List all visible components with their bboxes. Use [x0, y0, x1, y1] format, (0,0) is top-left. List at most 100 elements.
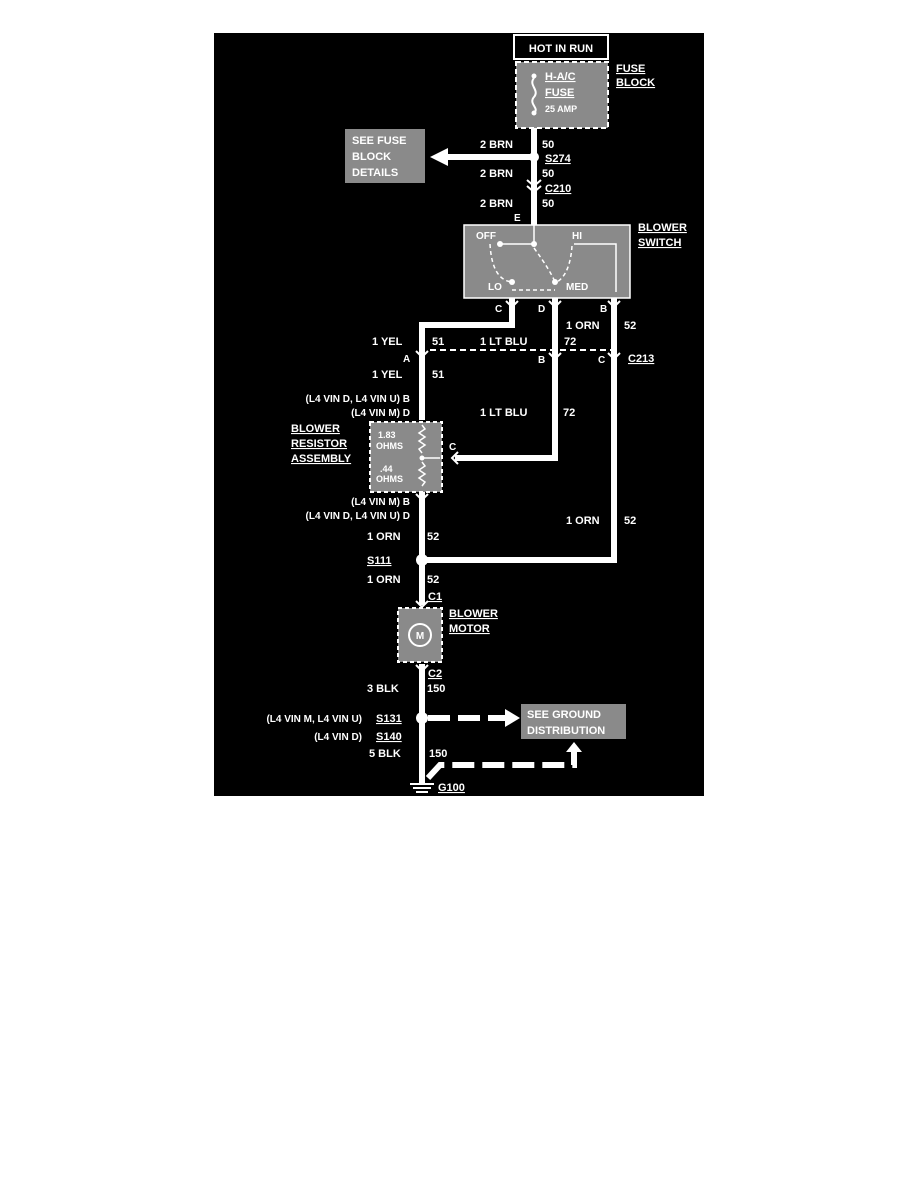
- hot-in-run-label: HOT IN RUN: [529, 43, 593, 55]
- wire-72: [455, 298, 558, 461]
- wire-color-label: 1 LT BLU: [480, 407, 528, 419]
- wire-color-label: 2 BRN: [480, 139, 513, 151]
- splice-s111-label: S111: [367, 555, 391, 567]
- fuse-details-line2: BLOCK: [352, 151, 391, 163]
- switch-contact-med: [552, 279, 558, 285]
- wire-color-label: 1 ORN: [566, 320, 600, 332]
- motor-icon: [408, 623, 432, 647]
- variant-s131-label: (L4 VIN M, L4 VIN U): [266, 714, 362, 725]
- motor-symbol: M: [416, 631, 424, 642]
- switch-pos-hi: HI: [572, 231, 582, 242]
- switch-pos-med: MED: [566, 282, 588, 293]
- ground-dist-line2: DISTRIBUTION: [527, 725, 605, 737]
- ground-dist-box: [521, 704, 626, 739]
- variant-s140-label: (L4 VIN D): [314, 732, 362, 743]
- ground-g100-label: G100: [438, 782, 465, 794]
- ground-dist-line1: SEE GROUND: [527, 709, 601, 721]
- resistor-tap-dot: [419, 455, 425, 461]
- switch-pos-lo: LO: [488, 282, 502, 293]
- wire-color-label: 1 YEL: [372, 336, 403, 348]
- wire-51: [419, 298, 515, 420]
- circuit-number-label: 52: [624, 515, 636, 527]
- splice-s131-label: S131: [376, 713, 402, 725]
- fuse-name-line2: FUSE: [545, 87, 574, 99]
- switch-pin-d: D: [538, 304, 545, 315]
- fuse-rating: 25 AMP: [545, 104, 577, 114]
- fuse-name-line1: H-A/C: [545, 71, 576, 83]
- resistor-r1-unit: OHMS: [376, 441, 403, 451]
- splice-s111-dot: [416, 554, 428, 566]
- switch-pin-e: E: [514, 213, 521, 224]
- circuit-number-label: 51: [432, 369, 444, 381]
- switch-contact-common: [531, 241, 537, 247]
- connector-pin-icon: [505, 300, 519, 309]
- fuse-icon: [531, 73, 537, 116]
- connector-pin-icon: [607, 300, 621, 309]
- resistor-icon: [417, 424, 440, 487]
- fuse-details-arrow-icon: [430, 148, 448, 166]
- resistor-pin-c: C: [449, 442, 456, 453]
- splice-s140-label: S140: [376, 731, 402, 743]
- blower-motor-title-line1: BLOWER: [449, 608, 498, 620]
- splice-s274-label: S274: [545, 153, 572, 165]
- fuse-details-box: [345, 129, 425, 183]
- circuit-number-label: 72: [564, 336, 576, 348]
- ground-dist-arrow-icon: [505, 709, 520, 727]
- resistor-bottom-label-2: (L4 VIN D, L4 VIN U) D: [306, 511, 410, 522]
- blower-switch-title-line2: SWITCH: [638, 237, 681, 249]
- wire-color-label: 1 LT BLU: [480, 336, 528, 348]
- connector-pin-icon: [548, 300, 562, 309]
- circuit-number-label: 52: [427, 574, 439, 586]
- blower-motor-box: [397, 607, 443, 663]
- circuit-number-label: 72: [563, 407, 575, 419]
- resistor-bottom-label-1: (L4 VIN M) B: [351, 497, 410, 508]
- splice-s131-dot: [416, 712, 428, 724]
- switch-pos-off: OFF: [476, 231, 496, 242]
- fuse-block-title-line1: FUSE: [616, 63, 645, 75]
- circuit-number-label: 50: [542, 168, 554, 180]
- fuse-details-line3: DETAILS: [352, 167, 398, 179]
- circuit-number-label: 50: [542, 139, 554, 151]
- fuse-block-title-line2: BLOCK: [616, 77, 655, 89]
- resistor-title-line2: RESISTOR: [291, 438, 347, 450]
- blower-switch-box: [463, 224, 631, 299]
- circuit-number-label: 150: [429, 748, 447, 760]
- resistor-title-line1: BLOWER: [291, 423, 340, 435]
- wire-color-label: 1 ORN: [367, 531, 401, 543]
- ground-icon: [410, 783, 434, 793]
- connector-c213-label: C213: [628, 353, 654, 365]
- switch-pin-c: C: [495, 304, 502, 315]
- ground-distribution-lines: [425, 715, 577, 781]
- connector-pin-icon: [450, 451, 459, 465]
- blower-resistor-box: [369, 421, 443, 493]
- blower-motor-title-line2: MOTOR: [449, 623, 490, 635]
- wire-color-label: 3 BLK: [367, 683, 399, 695]
- splice-s274-dot: [529, 152, 539, 162]
- ground-dist-arrow-down-icon: [566, 742, 582, 752]
- switch-pin-b: B: [600, 304, 607, 315]
- connector-pin-icon: [415, 664, 429, 673]
- circuit-number-label: 52: [624, 320, 636, 332]
- c213-pin-a: A: [403, 354, 410, 365]
- fuse-block-box: [515, 61, 609, 129]
- connector-c2-label: C2: [428, 668, 442, 680]
- switch-contact-off: [497, 241, 503, 247]
- wire-color-label: 1 ORN: [566, 515, 600, 527]
- hot-in-run-box: [513, 34, 609, 60]
- resistor-r1-value: 1.83: [378, 430, 396, 440]
- c213-pin-b: B: [538, 355, 545, 366]
- connector-c210-icon: [526, 179, 542, 194]
- wire-color-label: 1 YEL: [372, 369, 403, 381]
- dashed-line-g100: [425, 752, 577, 781]
- connector-c1-label: C1: [428, 591, 442, 603]
- blower-switch-title-line1: BLOWER: [638, 222, 687, 234]
- wires: [419, 128, 617, 785]
- circuit-number-label: 150: [427, 683, 445, 695]
- resistor-top-label-2: (L4 VIN M) D: [351, 408, 410, 419]
- resistor-r2-value: .44: [380, 464, 393, 474]
- connector-c210-label: C210: [545, 183, 571, 195]
- connector-pin-icon: [607, 352, 621, 361]
- connector-pin-icon: [415, 350, 429, 359]
- connector-pin-icon: [415, 493, 429, 502]
